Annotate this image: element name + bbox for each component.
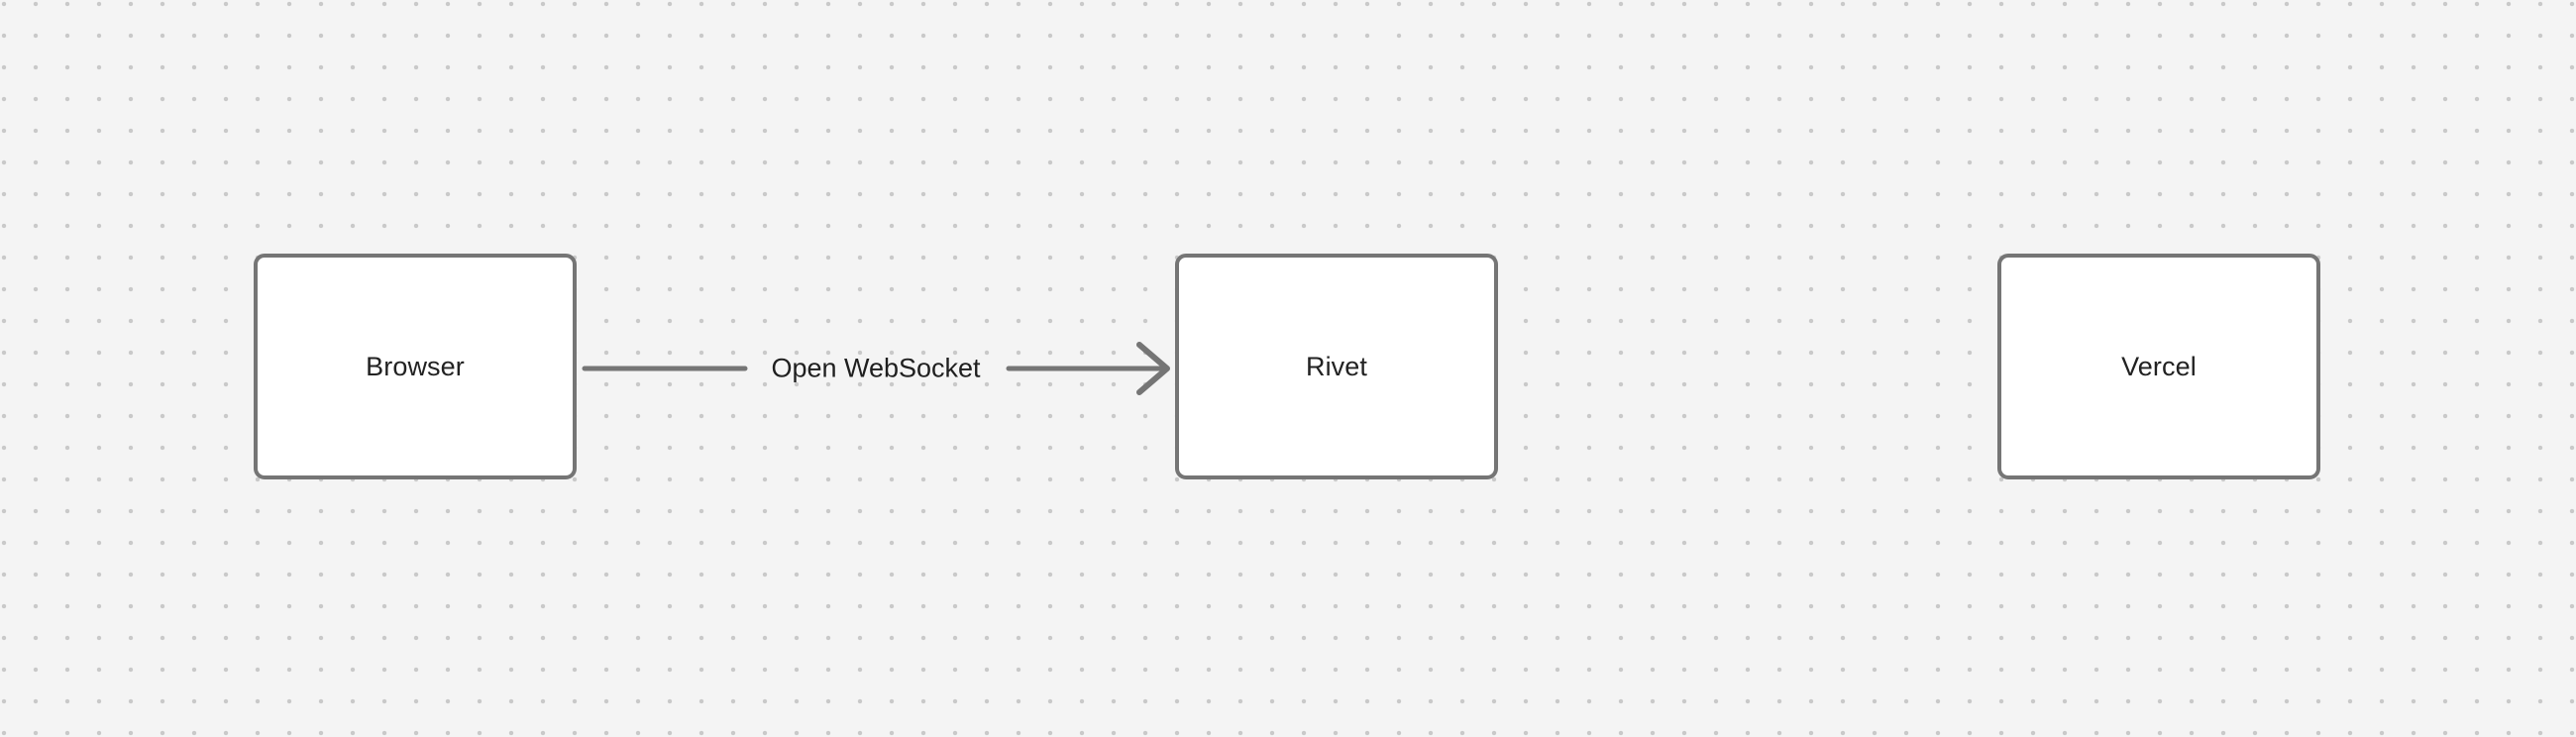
node-vercel-label: Vercel bbox=[2121, 351, 2197, 381]
node-vercel[interactable]: Vercel bbox=[1997, 254, 2320, 479]
node-browser-label: Browser bbox=[366, 351, 465, 381]
node-rivet-label: Rivet bbox=[1305, 351, 1367, 381]
edge-label-open-websocket: Open WebSocket bbox=[771, 353, 981, 383]
node-browser[interactable]: Browser bbox=[254, 254, 577, 479]
edge-arrowhead-icon bbox=[1136, 342, 1170, 395]
node-rivet[interactable]: Rivet bbox=[1175, 254, 1498, 479]
